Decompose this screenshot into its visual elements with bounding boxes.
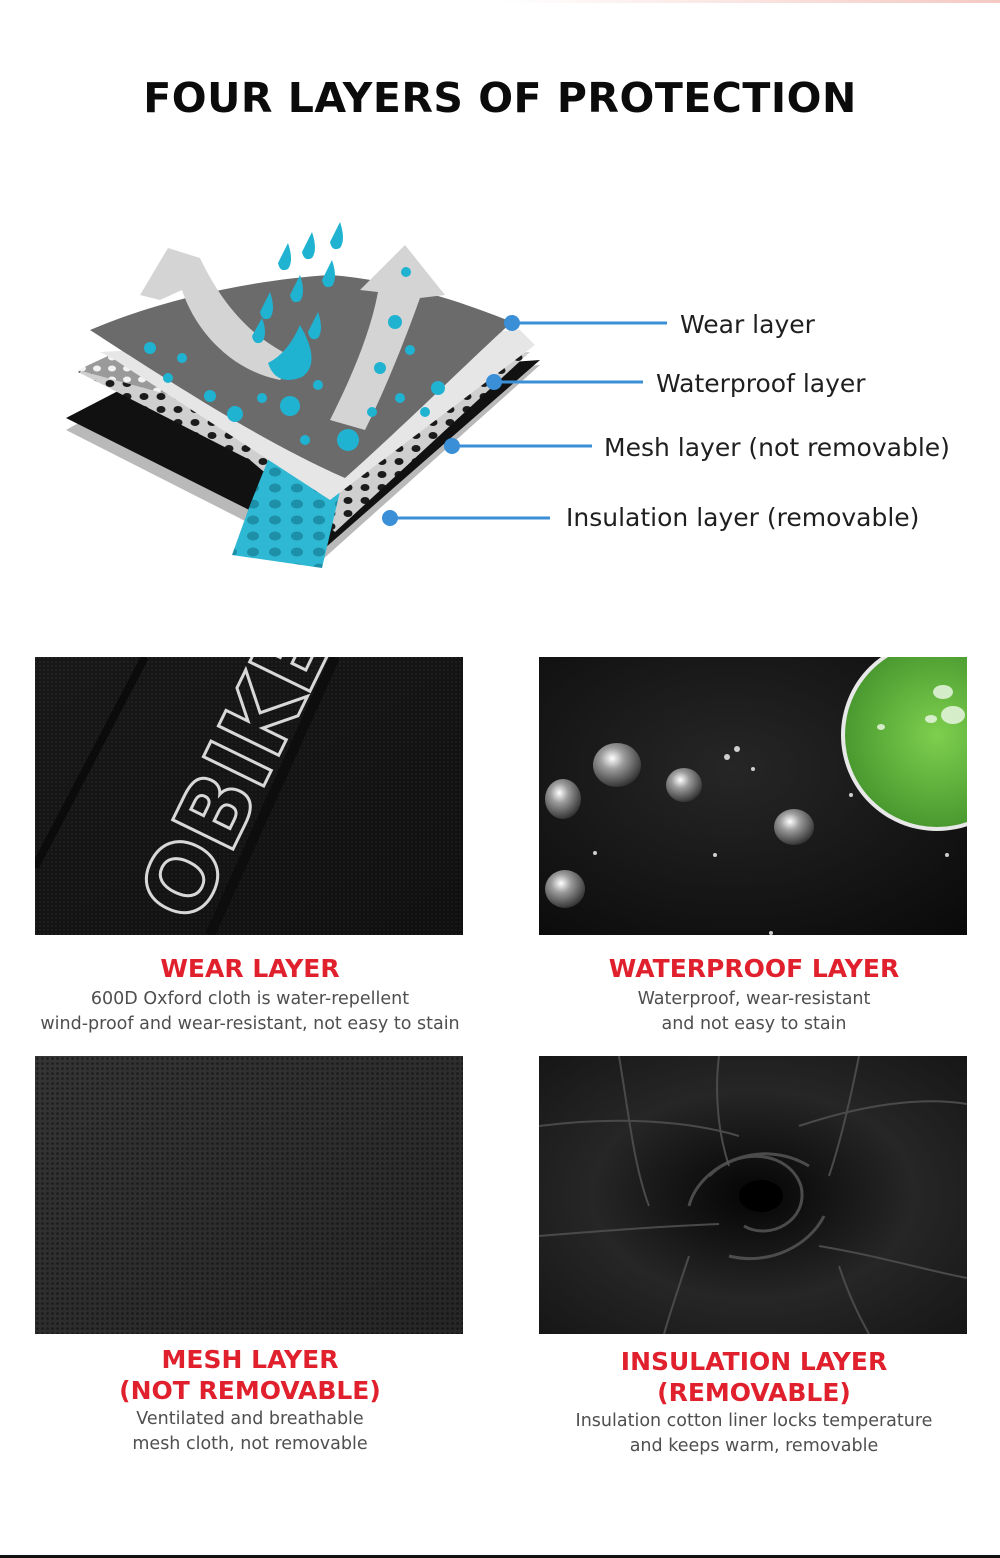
layers-diagram: Wear layer Waterproof layer Mesh layer (…	[66, 222, 950, 568]
air-arrow-left-icon	[140, 248, 300, 380]
card-title-mesh: MESH LAYER(NOT REMOVABLE)	[119, 1345, 381, 1405]
card-title-waterproof: WATERPROOF LAYER	[608, 954, 900, 983]
water-bead-dots	[144, 267, 445, 451]
bottom-rule	[0, 1555, 1000, 1558]
callout-label-insulation: Insulation layer (removable)	[566, 503, 919, 532]
top-accent-line	[500, 0, 1000, 3]
wear-layer-image: OBIKE	[35, 657, 463, 935]
callout-dots	[382, 315, 520, 526]
card-desc-insulation: Insulation cotton liner locks temperatur…	[575, 1411, 933, 1456]
card-title-insulation: INSULATION LAYER(REMOVABLE)	[620, 1347, 888, 1407]
air-arrow-right-icon	[330, 245, 445, 430]
waterproof-layer-image	[539, 657, 967, 935]
callout-label-wear: Wear layer	[680, 310, 816, 339]
card-title-wear: WEAR LAYER	[160, 954, 340, 983]
mesh-layer-image	[35, 1056, 463, 1334]
callout-label-waterproof: Waterproof layer	[656, 369, 866, 398]
callout-label-mesh: Mesh layer (not removable)	[604, 433, 950, 462]
page-title: FOUR LAYERS OF PROTECTION	[143, 74, 857, 122]
callout-lines	[390, 321, 667, 520]
insulation-layer-image	[539, 1056, 967, 1334]
rain-drops-icon	[252, 222, 343, 380]
